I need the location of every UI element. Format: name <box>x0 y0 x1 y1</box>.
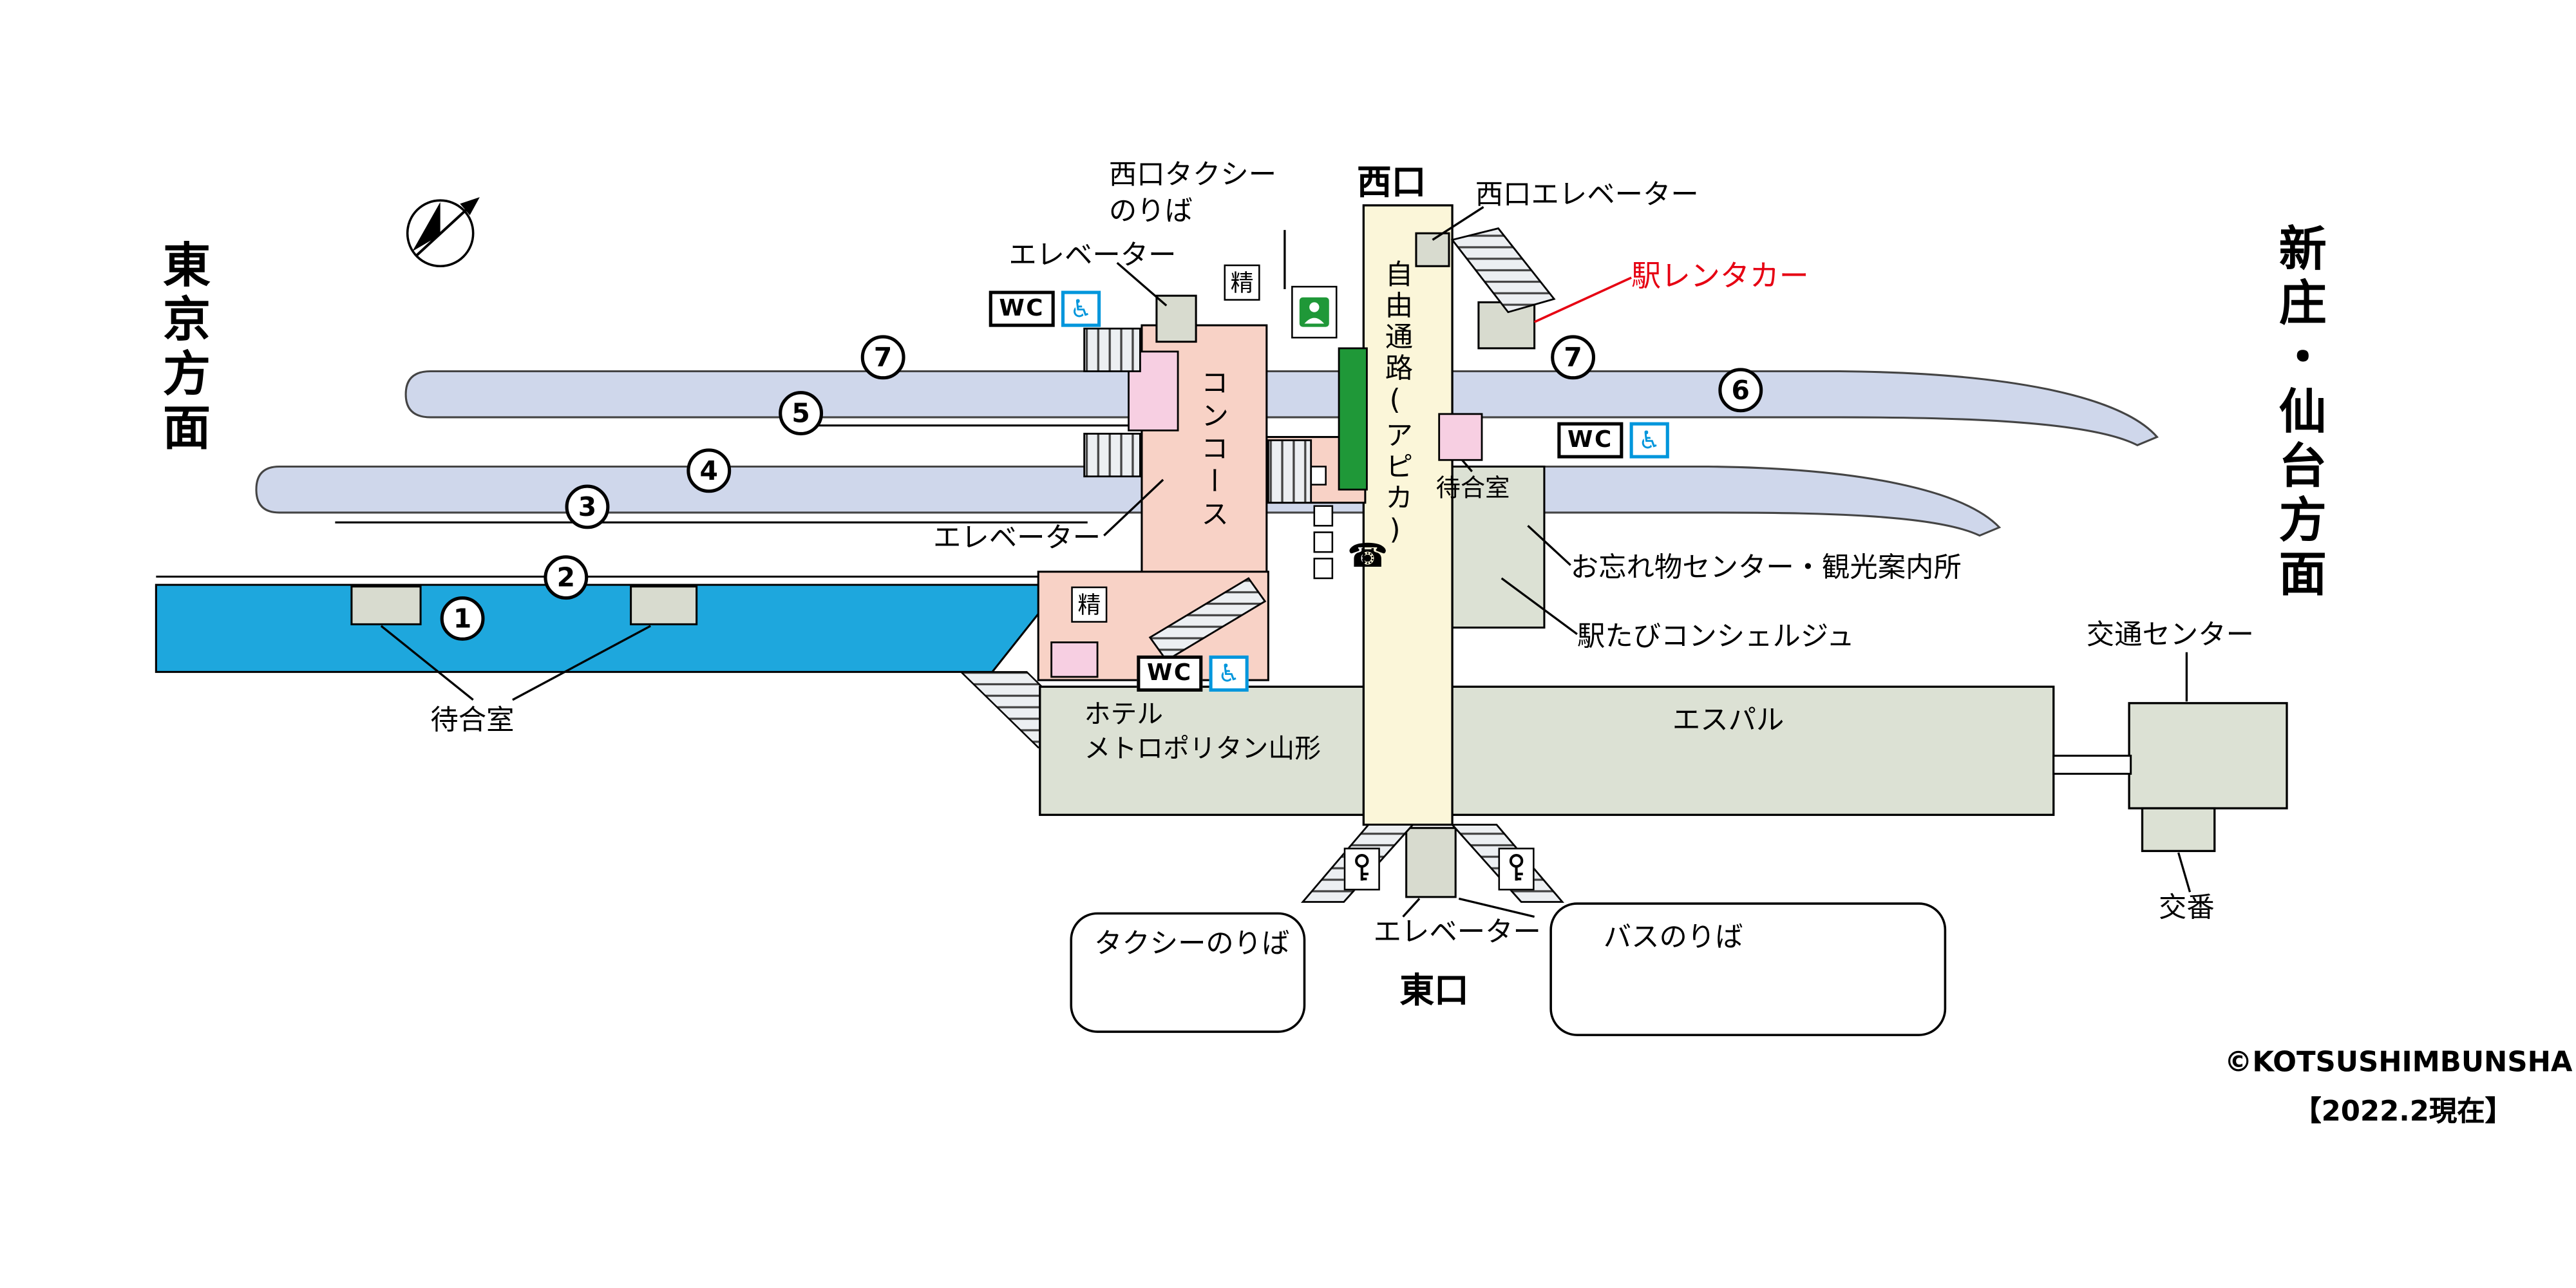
west-elevator-box <box>1415 232 1450 267</box>
platform-marker-5: 5 <box>779 391 824 436</box>
platform-marker-4: 4 <box>687 448 732 493</box>
spal-building <box>1441 685 2055 816</box>
coin-locker-key-icon-left <box>1343 848 1380 891</box>
station-annex-block <box>1451 465 1546 629</box>
waiting-hut-1 <box>350 585 422 625</box>
elevator-top-label: エレベーター <box>1009 240 1177 273</box>
hotel-label: ホテル メトロポリタン山形 <box>1084 698 1321 764</box>
restroom-area-lower <box>1050 641 1099 678</box>
spal-label: エスパル <box>1672 705 1785 738</box>
rent-a-car-label: 駅レンタカー <box>1631 260 1809 294</box>
stairs-platform-345 <box>1083 433 1141 478</box>
platform-marker-7-right: 7 <box>1551 335 1596 380</box>
direction-shinjo-sendai: 新庄・仙台方面 <box>2271 223 2327 603</box>
traffic-center-building <box>2128 702 2288 810</box>
as-of-date-text: 【2022.2現在】 <box>2293 1095 2514 1129</box>
direction-tokyo: 東京方面 <box>155 240 212 457</box>
free-passage-label: 自由通路(アピカ) <box>1378 260 1412 551</box>
wc-sign-west: WC <box>989 290 1055 327</box>
wc-sign-platform: WC <box>1557 422 1624 459</box>
waiting-hut-2 <box>630 585 698 625</box>
bus-stand-outline <box>1549 902 1947 1036</box>
waiting-room-center-box <box>1438 413 1483 461</box>
stairs-bridge <box>1267 439 1312 504</box>
wheelchair-icon-platform: ♿ <box>1629 422 1669 459</box>
platform-6-7 <box>404 370 2159 447</box>
concierge-label: 駅たびコンシェルジュ <box>1577 621 1855 654</box>
taxi-stand-outline <box>1070 912 1306 1033</box>
platform-marker-6: 6 <box>1718 368 1763 413</box>
elevator-bottom-box <box>1405 827 1457 898</box>
stairs-platform-67 <box>1083 327 1141 372</box>
stairs-west-entrance <box>1450 227 1556 314</box>
public-phone-icon: ☎ <box>1347 535 1388 575</box>
lost-and-found-label: お忘れ物センター・観光案内所 <box>1570 552 1962 585</box>
koban-label: 交番 <box>2159 892 2215 925</box>
bus-stand-label: バスのりば <box>1603 922 1743 955</box>
waiting-room-left-label: 待合室 <box>430 705 515 738</box>
koban-building <box>2141 807 2216 853</box>
platform-marker-1: 1 <box>440 596 485 641</box>
rent-a-car-leader <box>1533 276 1632 323</box>
fare-adjustment-sign-lower: 精 <box>1071 586 1108 623</box>
midori-no-madoguchi-icon <box>1291 285 1338 339</box>
platform-marker-3: 3 <box>565 484 610 529</box>
platform-marker-7-left: 7 <box>860 335 905 380</box>
north-arrow-icon <box>406 197 480 268</box>
elevator-mid-label: エレベーター <box>933 522 1101 556</box>
platform-marker-2: 2 <box>544 555 589 600</box>
concourse-label: コンコース <box>1194 368 1227 533</box>
leader-lines <box>380 206 2192 918</box>
traffic-center-label: 交通センター <box>2086 619 2254 652</box>
track1-blue-area <box>155 583 1064 673</box>
ticket-office-green <box>1338 347 1368 491</box>
waiting-room-center-label: 待合室 <box>1435 473 1510 503</box>
wheelchair-icon-west: ♿ <box>1061 290 1101 327</box>
fare-adjustment-sign-upper: 精 <box>1224 264 1260 301</box>
west-exit-label: 西口 <box>1357 162 1426 202</box>
wc-sign-south: WC <box>1137 655 1203 692</box>
wheelchair-icon-south: ♿ <box>1209 655 1249 692</box>
west-elevator-label: 西口エレベーター <box>1475 179 1699 213</box>
stairs-concourse-south <box>1148 577 1267 662</box>
spal-traffic-connector <box>2052 754 2132 775</box>
copyright-text: ©KOTSUSHIMBUNSHA <box>2224 1046 2573 1080</box>
taxi-stand-label: タクシーのりば <box>1094 928 1290 961</box>
coin-locker-key-icon-right <box>1498 848 1535 891</box>
west-taxi-label: 西口タクシー のりば <box>1108 159 1277 229</box>
east-exit-label: 東口 <box>1399 971 1469 1010</box>
elevator-bottom-label: エレベーター <box>1373 916 1541 950</box>
